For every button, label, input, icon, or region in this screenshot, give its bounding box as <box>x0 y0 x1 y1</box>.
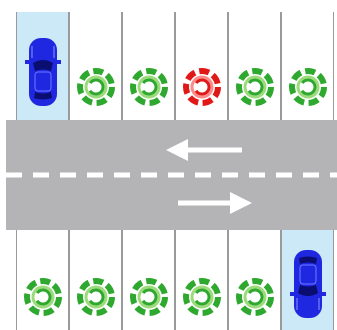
spot-available-icon[interactable] <box>75 66 117 108</box>
spot-occupied-icon[interactable] <box>181 66 223 108</box>
spot-available-icon[interactable] <box>128 276 170 318</box>
car-icon <box>25 36 61 108</box>
arrow-left-icon <box>164 137 244 163</box>
spot-available-icon[interactable] <box>75 276 117 318</box>
arrow-right-icon <box>176 190 256 216</box>
spot-available-icon[interactable] <box>234 276 276 318</box>
spot-available-icon[interactable] <box>181 276 223 318</box>
spot-available-icon[interactable] <box>287 66 329 108</box>
spot-available-icon[interactable] <box>234 66 276 108</box>
car-icon <box>290 248 326 320</box>
spot-available-icon[interactable] <box>22 276 64 318</box>
spot-available-icon[interactable] <box>128 66 170 108</box>
